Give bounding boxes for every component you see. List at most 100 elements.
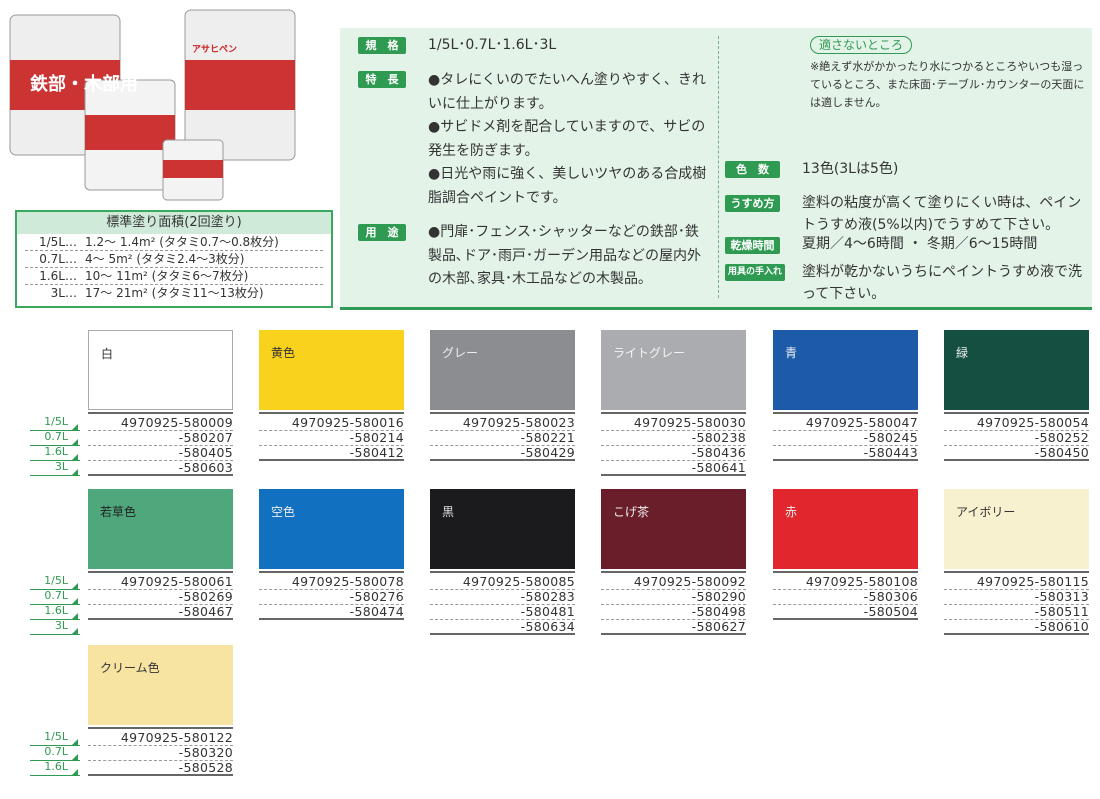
jan-code: -580610: [944, 620, 1089, 635]
coverage-value: 17～ 21m² (タタミ11～13枚分): [85, 286, 264, 300]
jan-codes: 4970925-580023-580221-580429: [430, 412, 575, 461]
color-name: グレー: [442, 346, 479, 360]
jan-code: -580245: [773, 431, 918, 446]
coverage-row: 0.7L…4～ 5m² (タタミ2.4～3枚分): [25, 251, 323, 268]
jan-code: -580252: [944, 431, 1089, 446]
jan-codes: 4970925-580108-580306-580504: [773, 571, 918, 620]
jan-code: -580528: [88, 761, 233, 776]
coverage-size: 1/5L…: [39, 235, 77, 249]
color-name: 黒: [442, 505, 455, 519]
jan-code: -580498: [601, 605, 746, 620]
dry-label: 乾燥時間: [725, 237, 780, 254]
divider: [718, 36, 719, 298]
jan-code: 4970925-580016: [259, 416, 404, 431]
dry-text: 夏期／4～6時間 ・ 冬期／6～15時間: [802, 236, 1038, 252]
color-name: 赤: [785, 505, 798, 519]
jan-code: -580641: [601, 461, 746, 476]
color-swatch: 黄色: [259, 330, 404, 410]
coverage-row: 1/5L… 1.2～ 1.4m² (タタミ0.7～0.8枚分): [25, 234, 323, 251]
coverage-row: 3L… 17～ 21m² (タタミ11～13枚分): [25, 285, 323, 302]
jan-code: 4970925-580085: [430, 575, 575, 590]
jan-code: -580511: [944, 605, 1089, 620]
size-label: 1.6L: [30, 761, 80, 776]
jan-code: 4970925-580023: [430, 416, 575, 431]
coverage-table: 標準塗り面積(2回塗り) 1/5L… 1.2～ 1.4m² (タタミ0.7～0.8…: [15, 210, 333, 308]
size-label: 0.7L: [30, 590, 80, 605]
size-label: 3L: [30, 620, 80, 635]
color-swatch: アイボリー: [944, 489, 1089, 569]
color-swatch: 赤: [773, 489, 918, 569]
feature-item: ●日光や雨に強く、美しいツヤのある合成樹脂調合ペイントです。: [428, 166, 707, 206]
color-swatch: 若草色: [88, 489, 233, 569]
size-label: 3L: [30, 461, 80, 476]
color-swatch: 緑: [944, 330, 1089, 410]
jan-code: -580276: [259, 590, 404, 605]
jan-code: -580443: [773, 446, 918, 461]
size-label: 1/5L: [30, 575, 80, 590]
jan-codes: 4970925-580122-580320-580528: [88, 727, 233, 776]
jan-code: 4970925-580009: [88, 416, 233, 431]
color-swatch: クリーム色: [88, 645, 233, 725]
coverage-value: 1.2～ 1.4m² (タタミ0.7～0.8枚分): [85, 235, 279, 249]
coverage-size: 3L…: [50, 286, 77, 300]
jan-codes: 4970925-580092-580290-580498-580627: [601, 571, 746, 635]
spec-panel: 規 格 1/5L･0.7L･1.6L･3L 特 長 ●タレにくいのでたいへん塗り…: [340, 28, 1092, 310]
product-image: アサヒペン 鉄部・木部用: [0, 0, 300, 205]
color-swatch: 空色: [259, 489, 404, 569]
coverage-size: 1.6L…: [39, 269, 77, 283]
color-swatch: 白: [88, 330, 233, 410]
jan-code: 4970925-580030: [601, 416, 746, 431]
feature-item: ●タレにくいのでたいへん塗りやすく、きれいに仕上がります。: [428, 72, 706, 112]
jan-code: -580283: [430, 590, 575, 605]
feature-item: ●サビドメ剤を配合していますので、サビの発生を防ぎます。: [428, 119, 706, 159]
jan-code: -580269: [88, 590, 233, 605]
jan-code: 4970925-580078: [259, 575, 404, 590]
color-name: 黄色: [271, 346, 296, 360]
color-swatch: グレー: [430, 330, 575, 410]
jan-codes: 4970925-580085-580283-580481-580634: [430, 571, 575, 635]
jan-code: -580481: [430, 605, 575, 620]
size-label: 1.6L: [30, 605, 80, 620]
features-label: 特 長: [358, 71, 406, 88]
color-name: 空色: [271, 505, 296, 519]
jan-code: -580412: [259, 446, 404, 461]
jan-codes: 4970925-580016-580214-580412: [259, 412, 404, 461]
jan-codes: 4970925-580009-580207-580405-580603: [88, 412, 233, 476]
spec-label: 規 格: [358, 37, 406, 54]
unsuitable-text: ※絶えず水がかかったり水につかるところやいつも湿っているところ、また床面･テーブ…: [810, 60, 1085, 109]
colors-label: 色 数: [725, 161, 780, 178]
color-name: 青: [785, 346, 798, 360]
color-name: 緑: [956, 346, 969, 360]
jan-code: -580290: [601, 590, 746, 605]
jan-code: 4970925-580092: [601, 575, 746, 590]
color-name: アイボリー: [956, 505, 1016, 519]
color-name: 白: [101, 347, 114, 361]
jan-code: -580238: [601, 431, 746, 446]
coverage-size: 0.7L…: [39, 252, 77, 266]
jan-code: -580450: [944, 446, 1089, 461]
color-swatch: ライトグレー: [601, 330, 746, 410]
size-label: 1/5L: [30, 416, 80, 431]
jan-code: -580306: [773, 590, 918, 605]
jan-code: -580474: [259, 605, 404, 620]
jan-code: 4970925-580047: [773, 416, 918, 431]
jan-code: -580627: [601, 620, 746, 635]
jan-code: -580405: [88, 446, 233, 461]
jan-code: -580214: [259, 431, 404, 446]
spec-value: 1/5L･0.7L･1.6L･3L: [428, 37, 557, 53]
care-text: 塗料が乾かないうちにペイントうすめ液で洗って下さい。: [802, 264, 1082, 302]
jan-code: 4970925-580115: [944, 575, 1089, 590]
can-label: 鉄部・木部用: [30, 73, 138, 95]
jan-codes: 4970925-580054-580252-580450: [944, 412, 1089, 461]
thin-text: 塗料の粘度が高くて塗りにくい時は、ペイントうすめ液(5%以内)でうすめて下さい。: [802, 195, 1082, 233]
thin-label: うすめ方: [725, 195, 780, 212]
jan-code: -580634: [430, 620, 575, 635]
coverage-row: 1.6L…10～ 11m² (タタミ6～7枚分): [25, 268, 323, 285]
jan-codes: 4970925-580030-580238-580436-580641: [601, 412, 746, 476]
unsuitable-label: 適さないところ: [810, 36, 913, 54]
jan-code: 4970925-580054: [944, 416, 1089, 431]
jan-code: -580320: [88, 746, 233, 761]
coverage-title: 標準塗り面積(2回塗り): [17, 212, 331, 234]
size-label: 1/5L: [30, 731, 80, 746]
